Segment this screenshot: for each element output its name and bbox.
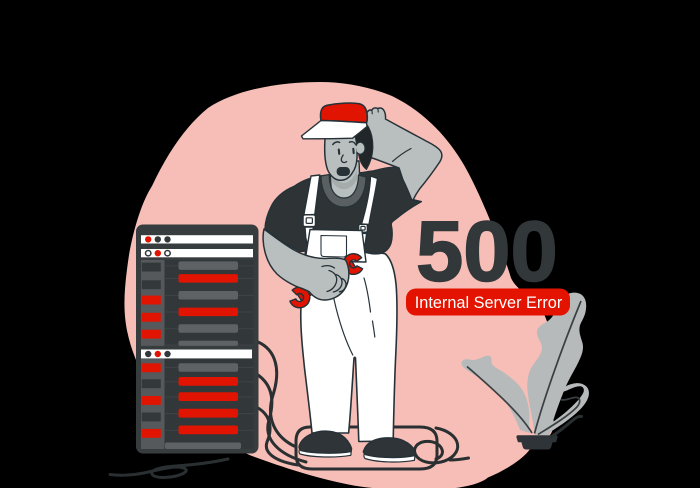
svg-text:500: 500	[416, 205, 558, 300]
svg-text:Internal Server Error: Internal Server Error	[415, 294, 563, 312]
